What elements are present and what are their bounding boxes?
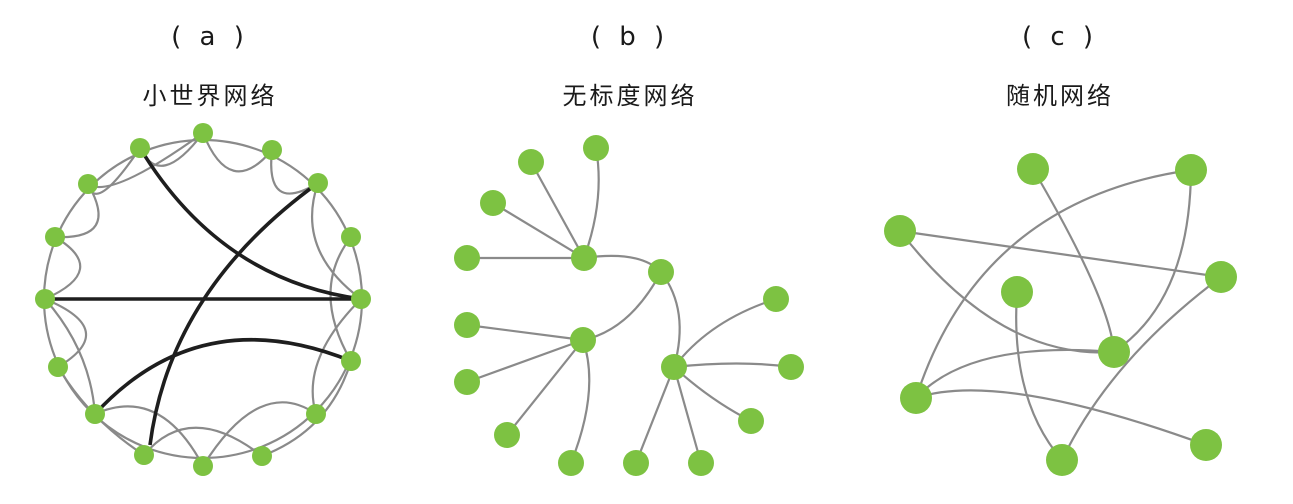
network-node xyxy=(884,215,916,247)
edge xyxy=(582,271,662,342)
network-node xyxy=(45,227,65,247)
local-edge xyxy=(44,297,87,368)
edge xyxy=(914,168,1192,399)
network-node xyxy=(778,354,804,380)
panel-letter-c: ( c ) xyxy=(1021,22,1099,52)
network-node xyxy=(262,140,282,160)
network-node xyxy=(85,404,105,424)
local-edge xyxy=(54,183,100,239)
edge xyxy=(672,366,703,464)
local-edge xyxy=(202,401,317,467)
panel-random: ( c ) 随机网络 xyxy=(850,0,1270,504)
edge xyxy=(1061,276,1222,461)
network-node xyxy=(1046,444,1078,476)
edge xyxy=(899,230,1115,354)
panel-title-small-world: 小世界网络 xyxy=(142,82,278,110)
panel-letter-a: ( a ) xyxy=(171,22,249,52)
panel-letter-b: ( b ) xyxy=(590,22,670,52)
edge xyxy=(466,338,584,384)
network-node xyxy=(648,259,674,285)
network-node xyxy=(454,369,480,395)
local-edge xyxy=(44,298,97,415)
edge xyxy=(466,323,584,342)
local-edge xyxy=(44,236,82,301)
network-node xyxy=(252,446,272,466)
network-node xyxy=(1001,276,1033,308)
network-node xyxy=(48,357,68,377)
edge xyxy=(582,147,600,259)
network-node xyxy=(306,404,326,424)
edge xyxy=(660,271,681,368)
shortcut-edge xyxy=(93,337,352,416)
edge xyxy=(673,366,752,422)
network-node xyxy=(193,456,213,476)
network-node xyxy=(341,227,361,247)
hub-node xyxy=(570,327,596,353)
local-edge xyxy=(310,182,362,300)
random-network xyxy=(884,153,1237,476)
edge xyxy=(673,297,777,368)
network-node xyxy=(1017,153,1049,185)
network-node xyxy=(308,173,328,193)
network-node xyxy=(78,174,98,194)
network-node xyxy=(1205,261,1237,293)
edge xyxy=(915,348,1115,399)
shortcut-edge xyxy=(148,181,320,446)
edge xyxy=(1015,291,1063,461)
edge xyxy=(634,366,676,464)
local-edge xyxy=(143,426,263,457)
network-node xyxy=(130,138,150,158)
network-node xyxy=(763,286,789,312)
network-node xyxy=(738,408,764,434)
edge xyxy=(506,339,584,436)
edge xyxy=(530,161,585,259)
network-node xyxy=(623,450,649,476)
network-node xyxy=(480,190,506,216)
network-node xyxy=(1175,154,1207,186)
edge xyxy=(492,202,585,259)
panel-title-random: 随机网络 xyxy=(1006,82,1114,110)
hub-node xyxy=(571,245,597,271)
network-node xyxy=(454,245,480,271)
network-node xyxy=(688,450,714,476)
hub-node xyxy=(661,354,687,380)
network-node xyxy=(900,382,932,414)
network-node xyxy=(518,149,544,175)
panel-small-world: ( a ) 小世界网络 xyxy=(0,0,420,504)
network-node xyxy=(134,445,154,465)
edge xyxy=(673,362,792,369)
edge xyxy=(899,229,1222,279)
network-node xyxy=(351,289,371,309)
edge xyxy=(569,339,591,464)
network-node xyxy=(494,422,520,448)
network-node xyxy=(193,123,213,143)
edge xyxy=(1113,169,1193,353)
network-node xyxy=(1098,336,1130,368)
network-node xyxy=(341,351,361,371)
panel-title-scale-free: 无标度网络 xyxy=(562,82,698,110)
local-edge xyxy=(201,132,273,173)
panel-scale-free: ( b ) 无标度网络 xyxy=(420,0,840,504)
edge xyxy=(915,389,1207,447)
small-world-network xyxy=(35,123,371,476)
network-node xyxy=(558,450,584,476)
network-node xyxy=(454,312,480,338)
network-node xyxy=(35,289,55,309)
scale-free-network xyxy=(454,135,804,476)
network-node xyxy=(1190,429,1222,461)
network-node xyxy=(583,135,609,161)
local-edge xyxy=(311,298,362,415)
shortcut-edge xyxy=(138,147,362,301)
